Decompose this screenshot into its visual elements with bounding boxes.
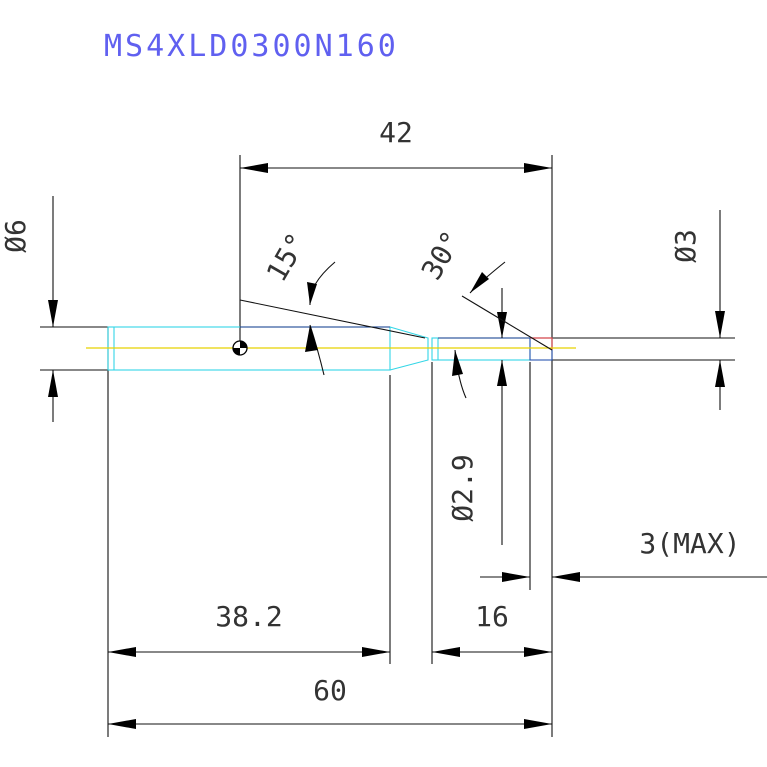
extension-lines	[40, 155, 735, 737]
dim-shank-length: 38.2	[108, 600, 390, 657]
dim-shank-taper-angle: 15°	[239, 227, 426, 376]
dim-tip-allowance: 3(MAX)	[480, 527, 767, 582]
dim-shank-diameter: Ø6	[0, 196, 58, 422]
part-number-title: MS4XLD0300N160	[104, 29, 399, 64]
label-tip-allowance: 3(MAX)	[639, 527, 740, 560]
dim-neck-diameter: Ø2.9	[446, 288, 507, 545]
dim-tip-angle: 30°	[415, 225, 553, 399]
dim-reference-length: 42	[240, 116, 552, 173]
reference-point-marker	[232, 340, 248, 356]
taper-outline	[389, 326, 429, 371]
label-reference-length: 42	[379, 116, 413, 149]
dim-flute-length: 16	[432, 600, 552, 657]
label-overall-length: 60	[313, 674, 347, 707]
label-shank-length: 38.2	[215, 600, 282, 633]
flute-outline	[431, 337, 531, 361]
label-tip-angle: 30°	[415, 225, 469, 285]
label-shank-diameter: Ø6	[0, 219, 32, 253]
label-flute-length: 16	[475, 600, 509, 633]
tip-mark	[530, 337, 553, 350]
label-tool-diameter: Ø3	[669, 229, 702, 263]
tool-body	[86, 326, 576, 371]
dim-overall-length: 60	[108, 674, 552, 729]
label-shank-taper-angle: 15°	[260, 227, 314, 287]
tip-outline	[529, 337, 553, 361]
dim-tool-diameter: Ø3	[669, 210, 725, 410]
label-neck-diameter: Ø2.9	[446, 454, 479, 521]
